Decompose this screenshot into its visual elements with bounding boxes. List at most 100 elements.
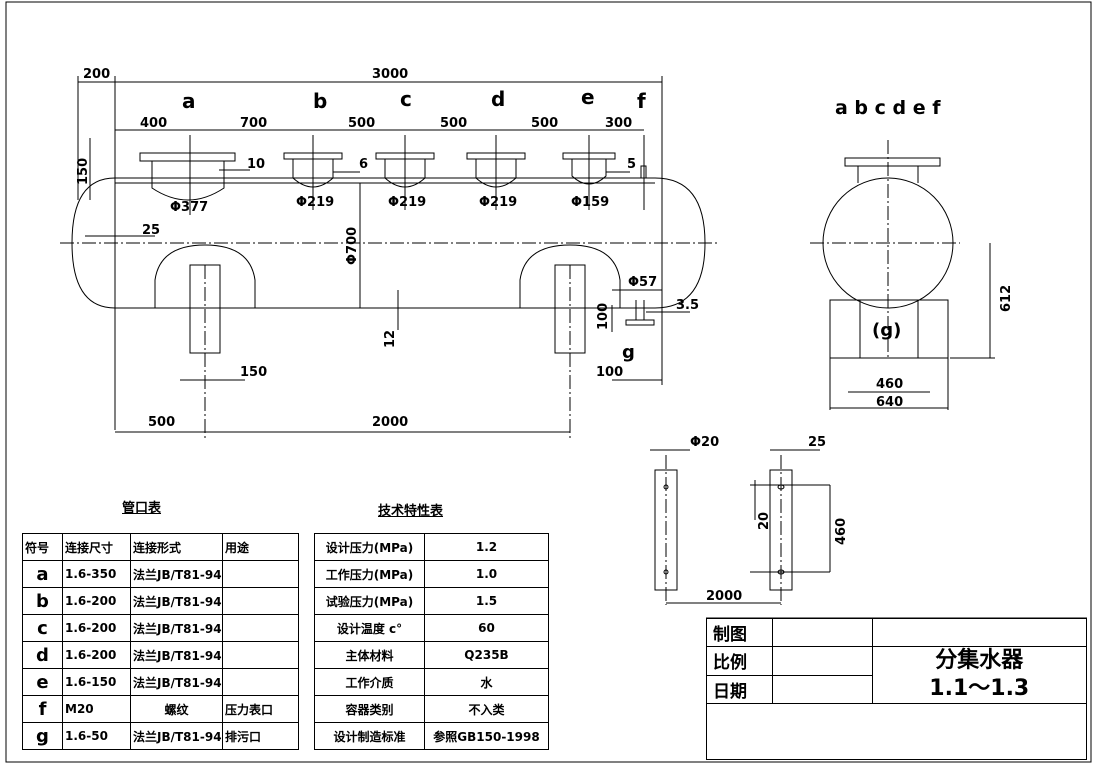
diameter-c: Φ219 [388,195,426,210]
title-block-value [771,674,873,704]
cell [222,614,299,642]
side-view-saddle [829,299,949,359]
dim-phi20: Φ20 [690,435,719,450]
dim-2000-bottom: 2000 [372,415,408,430]
header-purpose: 用途 [222,533,299,561]
cell [222,560,299,588]
cell: 法兰JB/T81-94 [130,614,223,642]
dim-700: 700 [240,116,267,131]
cell: Q235B [424,641,549,669]
nozzle-letter-f: f [637,89,646,113]
cell [222,587,299,615]
sheet-border [5,1,1092,763]
dim-200: 200 [83,67,110,82]
header-symbol: 符号 [22,533,63,561]
saddle-right [519,244,621,308]
dim-20-support: 20 [757,512,772,530]
drain-diameter: Φ57 [628,275,657,290]
table-row: 设计制造标准参照GB150-1998 [314,722,549,750]
table-row: 工作介质水 [314,668,549,696]
dim-500-2: 500 [440,116,467,131]
nozzle-letter-e: e [581,85,595,109]
dim-12: 12 [383,330,398,348]
dim-500-1: 500 [348,116,375,131]
cell: 1.6-200 [62,641,131,669]
cell: b [22,587,63,615]
cell: M20 [62,695,131,723]
drain-letter-g: g [622,342,635,363]
cell: 1.0 [424,560,549,588]
cell [222,641,299,669]
diameter-a: Φ377 [170,200,208,215]
title-block-value [771,618,873,647]
header-connection-size: 连接尺寸 [62,533,131,561]
cell: g [22,722,63,750]
diameter-b: Φ219 [296,195,334,210]
header-connection-type: 连接形式 [130,533,223,561]
table-row: 试验压力(MPa)1.5 [314,587,549,615]
title-block-blank [871,618,1088,647]
tech-table: 设计压力(MPa)1.2 工作压力(MPa)1.0 试验压力(MPa)1.5 设… [314,533,549,750]
dim-150-bottom: 150 [240,365,267,380]
table-row: 工作压力(MPa)1.0 [314,560,549,588]
dim-150-vertical: 150 [76,158,91,185]
nozzle-letter-d: d [491,87,505,111]
cell: 1.6-150 [62,668,131,696]
cell: 1.6-350 [62,560,131,588]
cell: 1.6-50 [62,722,131,750]
cell: 容器类别 [314,695,425,723]
nozzle-letter-b: b [313,89,327,113]
cell: 法兰JB/T81-94 [130,722,223,750]
title-block-label-drawn: 制图 [706,618,773,647]
cell: 工作介质 [314,668,425,696]
nozzle-letter-c: c [400,87,412,111]
cell: 工作压力(MPa) [314,560,425,588]
shell-diameter: Φ700 [345,227,360,265]
cell: 压力表口 [222,695,299,723]
cell: c [22,614,63,642]
diameter-e: Φ159 [571,195,609,210]
dim-640: 640 [876,395,903,410]
cell: a [22,560,63,588]
title-block-value [771,646,873,676]
cell: 1.5 [424,587,549,615]
table-row: 容器类别不入类 [314,695,549,723]
dim-500-3: 500 [531,116,558,131]
vessel-shell [71,177,706,309]
cell: 法兰JB/T81-94 [130,587,223,615]
table-row: 设计温度 c°60 [314,614,549,642]
dim-25-support: 25 [808,435,826,450]
side-view-label: a b c d e f [835,97,941,119]
dim-100-vertical: 100 [596,303,611,330]
side-view-drain-label: (g) [872,320,901,341]
cell: 1.6-200 [62,614,131,642]
cell: e [22,668,63,696]
dim-612: 612 [999,285,1014,312]
tech-table-title: 技术特性表 [378,504,444,519]
cell: 法兰JB/T81-94 [130,668,223,696]
title-block: 制图 比例 分集水器 1.1～1.3 日期 [706,618,1088,760]
diameter-d: Φ219 [479,195,517,210]
nozzle-table-title: 管口表 [122,501,162,516]
cell: 水 [424,668,549,696]
nozzle-table-header: 符号 连接尺寸 连接形式 用途 [22,533,299,561]
cell: 螺纹 [130,695,223,723]
cell: d [22,641,63,669]
dim-25: 25 [142,223,160,238]
table-row: 设计压力(MPa)1.2 [314,533,549,561]
cell: 不入类 [424,695,549,723]
dim-300: 300 [605,116,632,131]
cell: 60 [424,614,549,642]
dim-3-5: 3.5 [676,298,699,313]
dim-460-side: 460 [876,377,903,392]
dim-10: 10 [247,157,265,172]
cell: 试验压力(MPa) [314,587,425,615]
dim-100-bottom: 100 [596,365,623,380]
